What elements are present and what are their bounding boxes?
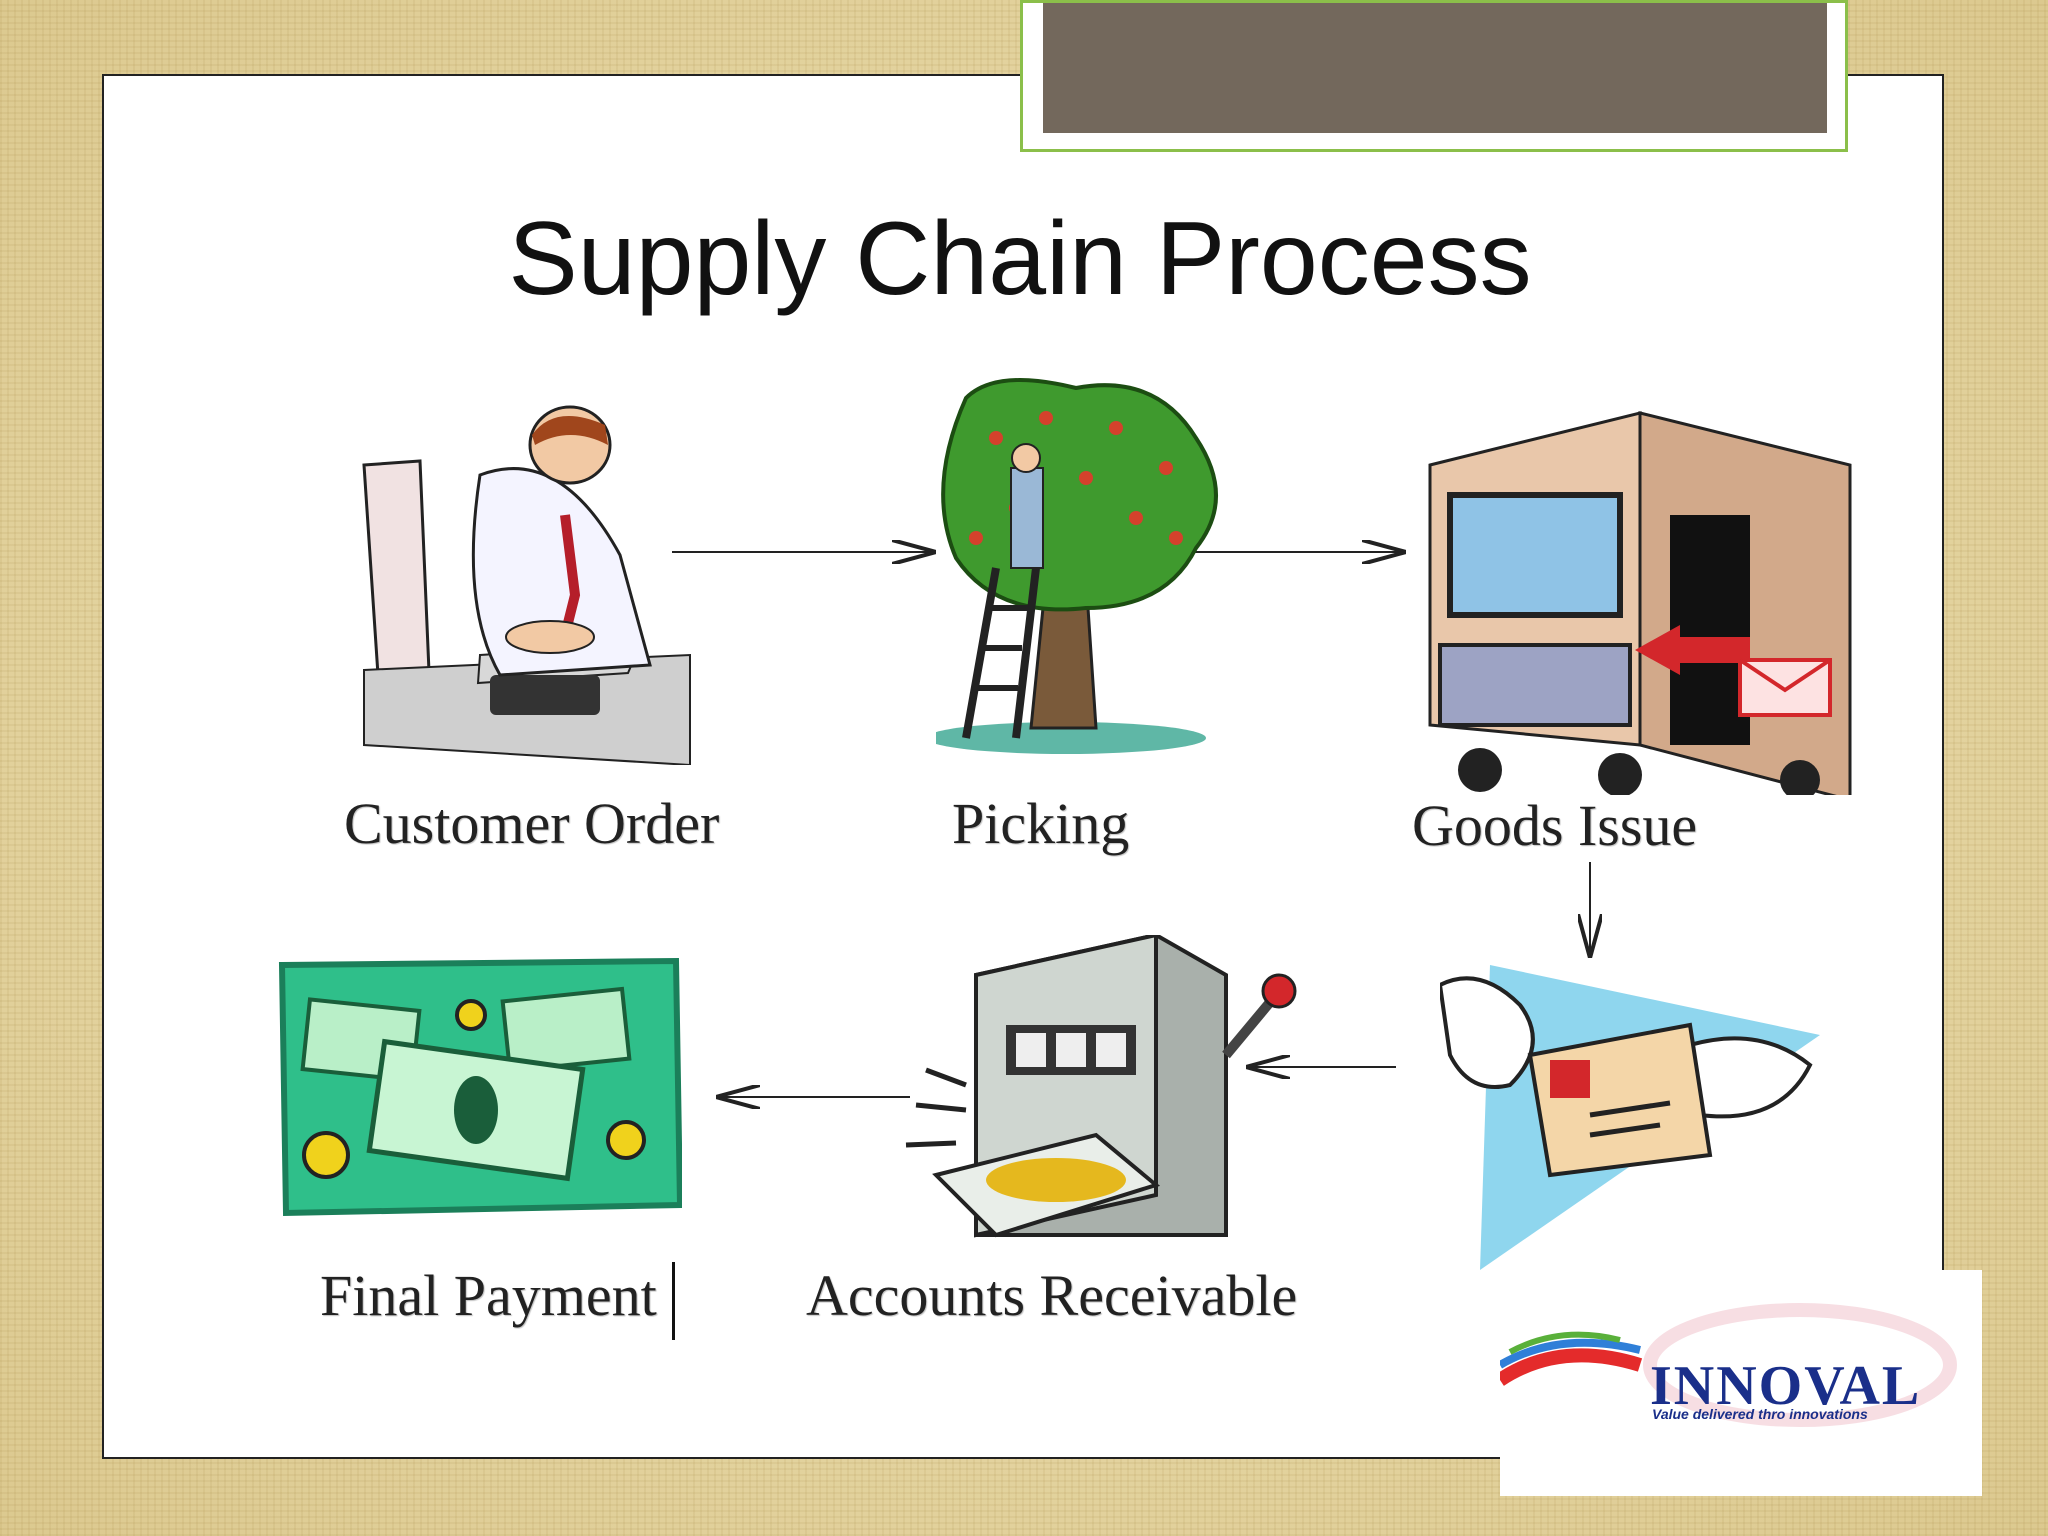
label-picking: Picking xyxy=(952,790,1129,857)
cash-register-icon xyxy=(896,935,1316,1265)
money-bills-icon xyxy=(276,955,682,1220)
label-goods-issue: Goods Issue xyxy=(1412,792,1697,859)
logo-tagline: Value delivered thro innovations xyxy=(1652,1406,1868,1422)
text-cursor xyxy=(672,1262,675,1340)
label-customer-order: Customer Order xyxy=(344,790,719,857)
company-logo: INNOVAL Value delivered thro innovations xyxy=(1500,1270,1982,1496)
fruit-tree-icon xyxy=(936,378,1226,758)
delivery-truck-icon xyxy=(1420,405,1870,795)
label-final-payment: Final Payment xyxy=(320,1262,657,1329)
flying-envelope-icon xyxy=(1440,965,1820,1275)
computer-user-icon xyxy=(360,405,700,765)
label-accounts-receivable: Accounts Receivable xyxy=(806,1262,1297,1329)
